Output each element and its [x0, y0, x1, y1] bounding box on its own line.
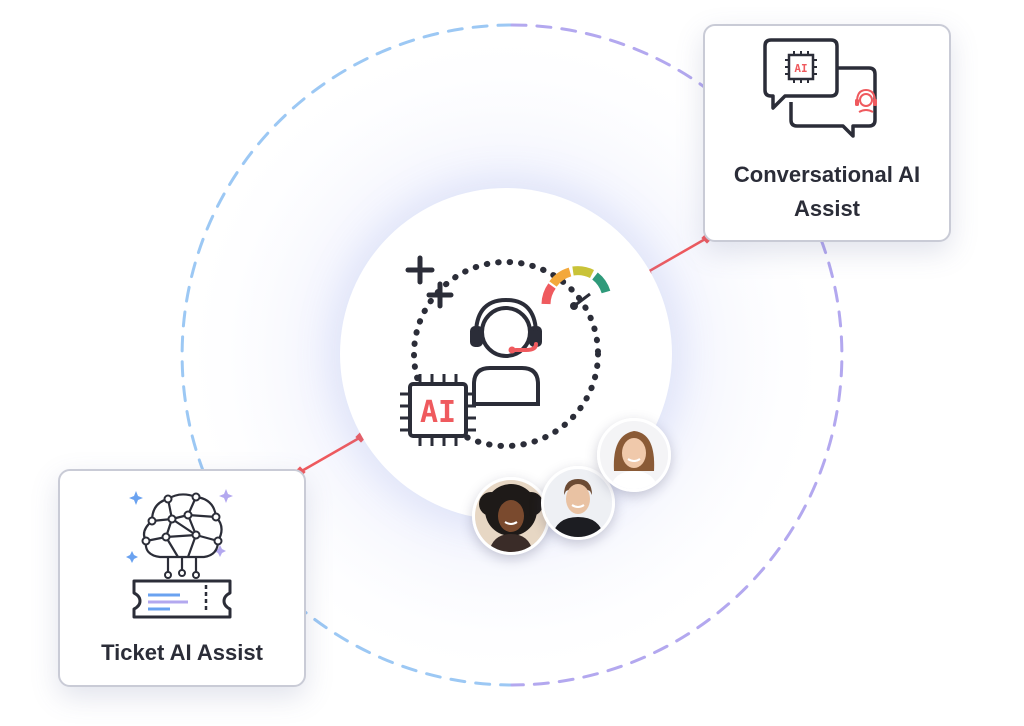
ticket-ai-assist-card[interactable]: Ticket AI Assist [58, 469, 306, 687]
hub-illustration: AI [400, 255, 611, 449]
person-avatar-3 [597, 418, 671, 492]
hub-chip-label: AI [420, 395, 456, 430]
conversational-ai-assist-card[interactable]: AI Conversational AI Assist [703, 24, 951, 242]
connector-line-ticket [299, 435, 362, 474]
headset-agent-icon [470, 297, 542, 406]
orbit-ring-left [180, 23, 514, 687]
chat-bubbles-ai-agent-icon: AI [763, 38, 877, 138]
person-avatar-1 [472, 477, 550, 555]
plus-sparkle-icon [405, 255, 454, 309]
card-title: Ticket AI Assist [101, 640, 263, 665]
connector-line-conversational [645, 236, 708, 275]
neural-network-ticket-icon [126, 489, 233, 619]
orbit-ring-right [510, 23, 844, 687]
ai-chip-icon: AI [400, 374, 476, 446]
dotted-ring [411, 259, 601, 449]
chip-label: AI [794, 62, 807, 75]
person-avatar-2 [541, 466, 615, 540]
speed-gauge-icon [541, 266, 611, 310]
card-title: Conversational AI Assist [733, 162, 921, 221]
